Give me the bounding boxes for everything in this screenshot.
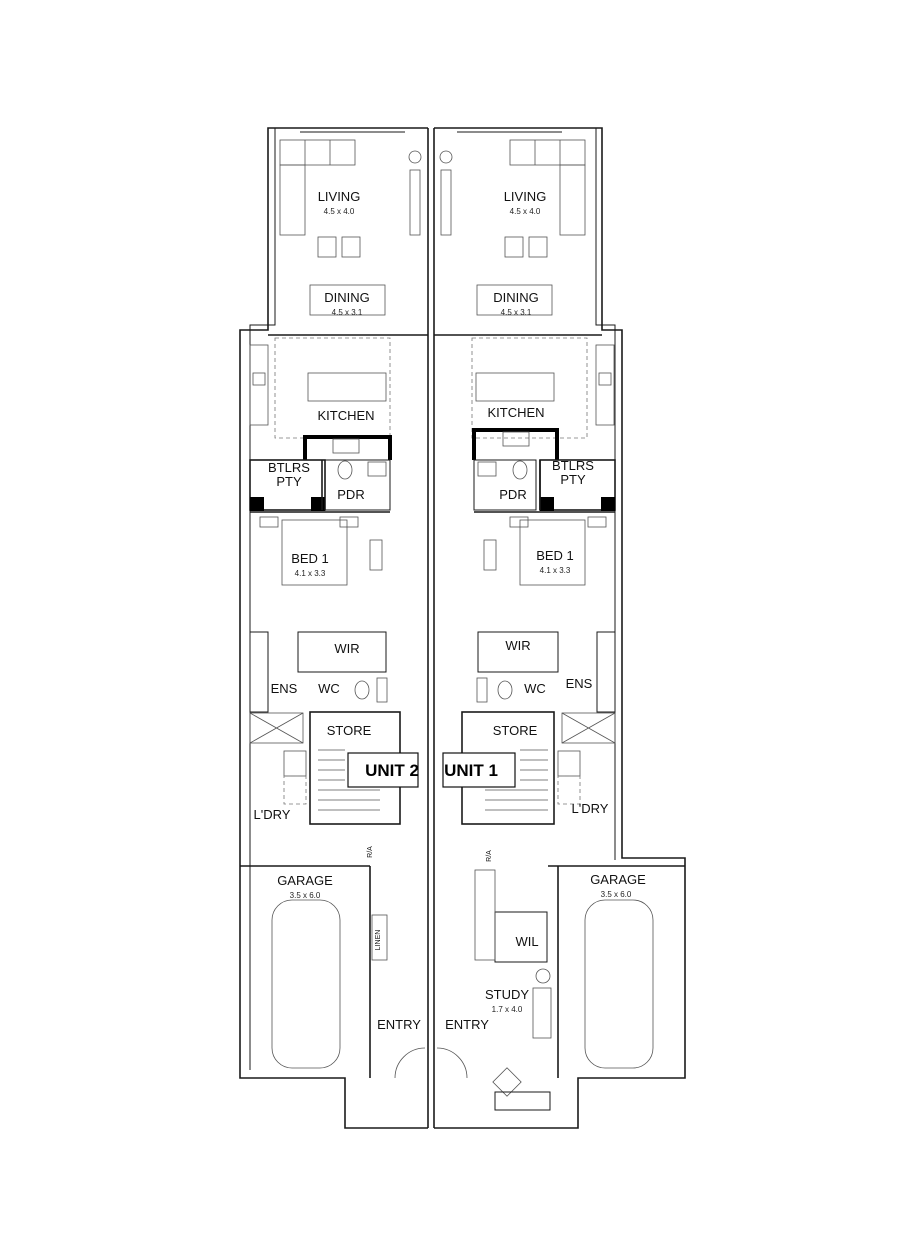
- right-garage-dim: 3.5 x 6.0: [601, 890, 632, 899]
- left-ldry-label: L'DRY: [254, 807, 291, 822]
- right-ria-label: R/A: [486, 850, 493, 862]
- right-pdr-label: PDR: [499, 487, 526, 502]
- unit-2-label-box: [347, 752, 419, 788]
- left-btlrs-label: BTLRS: [268, 460, 310, 475]
- left-garage-dim: 3.5 x 6.0: [290, 891, 321, 900]
- left-ria-label: R/A: [367, 846, 374, 858]
- left-bed1-label: BED 1: [291, 551, 329, 566]
- left-kitchen-label: KITCHEN: [317, 408, 374, 423]
- unit-2-label: UNIT 2: [365, 761, 419, 780]
- left-living-label: LIVING: [318, 189, 361, 204]
- right-btlrs-label: BTLRS: [552, 458, 594, 473]
- right-pty-label: PTY: [560, 472, 586, 487]
- left-pdr-label: PDR: [337, 487, 364, 502]
- right-bed1-dim: 4.1 x 3.3: [540, 566, 571, 575]
- right-dining-dim: 4.5 x 3.1: [501, 308, 532, 317]
- right-ldry-label: L'DRY: [572, 801, 609, 816]
- left-dining-label: DINING: [324, 290, 370, 305]
- left-living-dim: 4.5 x 4.0: [324, 207, 355, 216]
- left-ens-label: ENS: [271, 681, 298, 696]
- right-wil-label: WIL: [515, 934, 538, 949]
- right-bed1-label: BED 1: [536, 548, 574, 563]
- outer-walls: [239, 127, 686, 1129]
- left-store-label: STORE: [327, 723, 372, 738]
- right-garage-label: GARAGE: [590, 872, 646, 887]
- left-dining-dim: 4.5 x 3.1: [332, 308, 363, 317]
- left-wir-label: WIR: [334, 641, 359, 656]
- unit-1-label: UNIT 1: [444, 761, 498, 780]
- unit-2: [240, 139, 428, 1079]
- left-entry-label: ENTRY: [377, 1017, 421, 1032]
- right-wir-label: WIR: [505, 638, 530, 653]
- left-wc-label: WC: [318, 681, 340, 696]
- left-bed1-dim: 4.1 x 3.3: [295, 569, 326, 578]
- right-dining-label: DINING: [493, 290, 539, 305]
- right-store-label: STORE: [493, 723, 538, 738]
- right-study-label: STUDY: [485, 987, 529, 1002]
- right-living-dim: 4.5 x 4.0: [510, 207, 541, 216]
- right-ens-label: ENS: [566, 676, 593, 691]
- right-kitchen-label: KITCHEN: [487, 405, 544, 420]
- right-living-label: LIVING: [504, 189, 547, 204]
- unit-1-label-box: [442, 752, 516, 788]
- unit-1: [434, 139, 685, 1111]
- right-entry-label: ENTRY: [445, 1017, 489, 1032]
- left-garage-label: GARAGE: [277, 873, 333, 888]
- right-wc-label: WC: [524, 681, 546, 696]
- right-study-dim: 1.7 x 4.0: [492, 1005, 523, 1014]
- left-pty-label: PTY: [276, 474, 302, 489]
- left-linen-label: LINEN: [375, 930, 382, 951]
